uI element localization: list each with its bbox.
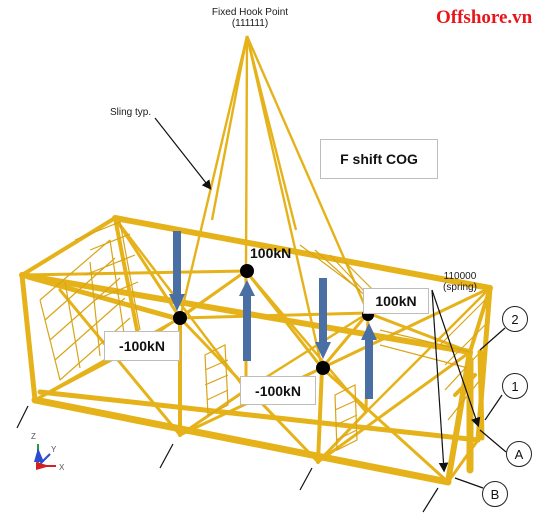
- axis-triad: Z X Y: [31, 432, 65, 472]
- arrow-up-1: [239, 280, 255, 361]
- spring-leader-2: [431, 289, 449, 473]
- marker-A: A: [506, 441, 532, 467]
- section-tick-4: [422, 487, 439, 513]
- force-label-4-box: -100kN: [240, 376, 316, 405]
- node-2: [173, 311, 187, 325]
- marker-1: 1: [502, 373, 528, 399]
- axis-y-label: Y: [51, 445, 57, 454]
- arrow-down-2: [315, 278, 331, 359]
- spring-value: 110000: [443, 271, 477, 282]
- section-tick-3: [299, 467, 313, 491]
- marker-B: B: [482, 481, 508, 507]
- spring-type: (spring): [443, 282, 477, 293]
- hook-point-id: (111111): [231, 18, 269, 29]
- force-label-3-box: -100kN: [104, 331, 180, 361]
- axis-z-label: Z: [31, 432, 36, 441]
- hook-point-title: Fixed Hook Point (111111): [190, 7, 310, 29]
- leader-A: [479, 429, 507, 453]
- leader-lines: [16, 117, 507, 513]
- force-label-2-box: 100kN: [363, 288, 429, 314]
- force-label-1: 100kN: [250, 245, 292, 261]
- cog-label-box: F shift COG: [320, 139, 438, 179]
- node-1: [240, 264, 254, 278]
- lattice-panels: [39, 221, 486, 451]
- marker-2: 2: [502, 306, 528, 332]
- section-tick-2: [159, 443, 174, 469]
- brand-logo: Offshore.vn: [436, 7, 533, 28]
- hook-point-label: Fixed Hook Point: [211, 7, 289, 18]
- frame-structure: [19, 215, 493, 486]
- axis-x-label: X: [59, 463, 65, 472]
- sling-leader: [154, 117, 212, 190]
- node-3: [316, 361, 330, 375]
- sling-label: Sling typ.: [110, 107, 152, 118]
- arrow-down-1: [169, 231, 185, 311]
- leader-2: [479, 327, 506, 351]
- section-tick-1: [16, 405, 29, 429]
- leader-1: [484, 394, 503, 421]
- leader-B: [454, 477, 484, 489]
- arrow-up-2: [361, 323, 377, 399]
- load-arrows: [169, 231, 377, 399]
- spring-leader-1: [431, 289, 481, 428]
- spring-label: 110000 (spring): [432, 271, 488, 293]
